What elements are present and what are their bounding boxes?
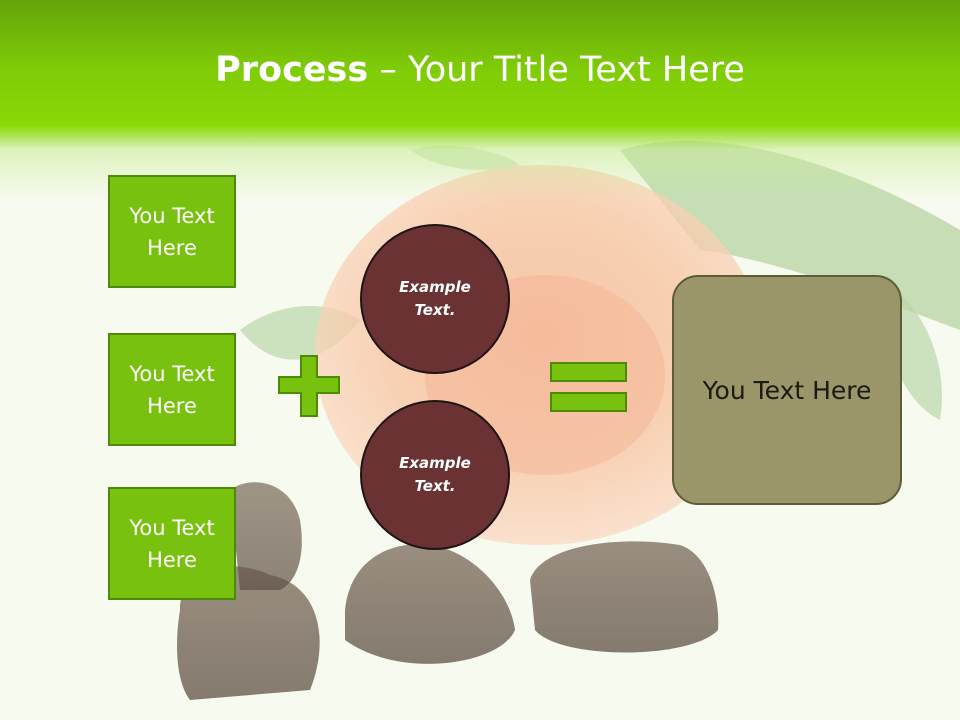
slide-title: Process – Your Title Text Here bbox=[0, 50, 960, 90]
title-bold: Process bbox=[215, 50, 369, 90]
header-band bbox=[0, 0, 960, 200]
circle-2: Example Text. bbox=[360, 400, 510, 550]
chocolate-shape bbox=[530, 541, 719, 653]
circle-1: Example Text. bbox=[360, 224, 510, 374]
circle-label: Example Text. bbox=[399, 454, 471, 495]
text-box-label: You Text Here bbox=[129, 515, 215, 572]
text-box-2: You Text Here bbox=[108, 333, 236, 446]
chocolate-shape bbox=[230, 482, 302, 590]
text-box-1: You Text Here bbox=[108, 175, 236, 288]
text-box-label: You Text Here bbox=[129, 361, 215, 418]
text-box-label: You Text Here bbox=[129, 203, 215, 260]
circle-label: Example Text. bbox=[399, 278, 471, 319]
text-box-3: You Text Here bbox=[108, 487, 236, 600]
chocolate-shape bbox=[345, 544, 515, 664]
result-box: You Text Here bbox=[672, 275, 902, 505]
result-label: You Text Here bbox=[702, 375, 872, 405]
title-separator: – bbox=[368, 50, 408, 90]
title-rest: Your Title Text Here bbox=[407, 50, 745, 90]
